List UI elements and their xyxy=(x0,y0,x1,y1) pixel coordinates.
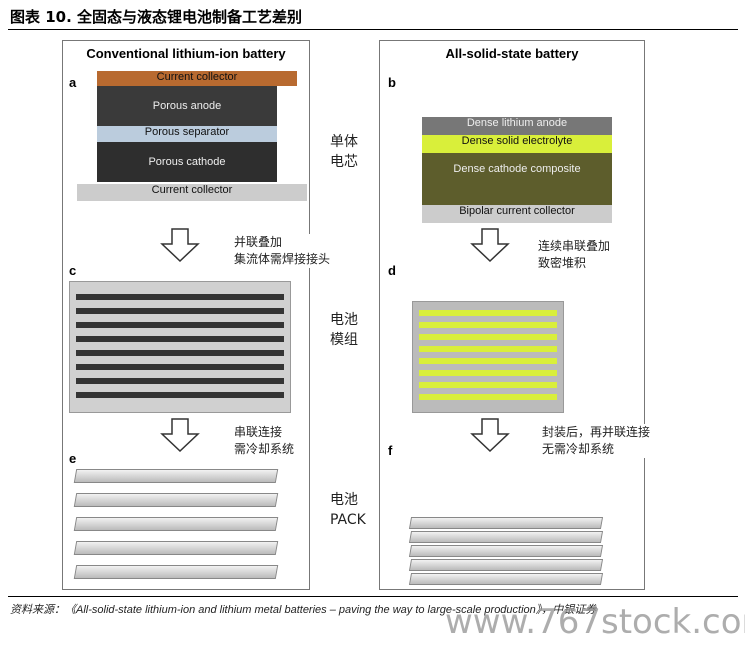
conventional-module xyxy=(69,281,291,413)
down-arrow-icon xyxy=(160,418,200,452)
down-arrow-icon xyxy=(470,418,510,452)
label-line: 模组 xyxy=(330,332,358,348)
label-a: a xyxy=(69,75,77,90)
layer-anode: Porous anode xyxy=(97,86,277,126)
note-line: 集流体需焊接接头 xyxy=(234,252,331,266)
note-line: 连续串联叠加 xyxy=(538,239,611,253)
conventional-panel: Conventional lithium-ion battery a Curre… xyxy=(62,40,310,590)
note-line: 封装后，再并联连接 xyxy=(542,425,651,439)
divider xyxy=(8,29,738,30)
layer-lithium-anode: Dense lithium anode xyxy=(422,117,612,135)
panel-heading: Conventional lithium-ion battery xyxy=(86,46,286,61)
layer-cathode-composite: Dense cathode composite xyxy=(422,153,612,205)
figure-title: 图表 10. 全固态与液态锂电池制备工艺差别 xyxy=(10,8,303,26)
note-package-parallel: 封装后，再并联连接无需冷却系统 xyxy=(540,424,653,458)
solid-state-cell: Dense lithium anode Dense solid electrol… xyxy=(422,117,612,225)
label-c: c xyxy=(69,263,77,278)
layer-separator: Porous separator xyxy=(97,126,277,142)
label-line: 电池 xyxy=(330,492,358,508)
note-line: 无需冷却系统 xyxy=(542,442,615,456)
label-line: 电芯 xyxy=(330,154,358,170)
conventional-cell: Current collector Porous anode Porous se… xyxy=(77,71,307,221)
layer-bottom-collector: Current collector xyxy=(77,184,307,201)
solid-state-panel: All-solid-state battery b Dense lithium … xyxy=(379,40,645,590)
layer-top-collector: Current collector xyxy=(97,71,297,86)
note-line: 并联叠加 xyxy=(234,235,283,249)
label-pack: 电池 PACK xyxy=(330,490,366,530)
note-parallel-stacking: 并联叠加集流体需焊接接头 xyxy=(232,234,333,268)
label-line: PACK xyxy=(330,512,366,528)
label-line: 单体 xyxy=(330,134,358,150)
solid-state-module xyxy=(412,301,564,413)
note-continuous-series: 连续串联叠加致密堆积 xyxy=(536,238,613,272)
label-line: 电池 xyxy=(330,312,358,328)
down-arrow-icon xyxy=(470,228,510,262)
panel-heading: All-solid-state battery xyxy=(445,46,579,61)
note-line: 致密堆积 xyxy=(538,256,587,270)
layer-cathode: Porous cathode xyxy=(97,142,277,182)
label-f: f xyxy=(388,443,393,458)
layer-bipolar-collector: Bipolar current collector xyxy=(422,205,612,223)
note-line: 需冷却系统 xyxy=(234,442,295,456)
label-cell: 单体电芯 xyxy=(330,132,358,172)
label-module: 电池模组 xyxy=(330,310,358,350)
note-series-connection: 串联连接需冷却系统 xyxy=(232,424,297,458)
source-note: 资料来源：《All-solid-state lithium-ion and li… xyxy=(10,604,597,616)
note-line: 串联连接 xyxy=(234,425,283,439)
label-d: d xyxy=(388,263,396,278)
layer-solid-electrolyte: Dense solid electrolyte xyxy=(422,135,612,153)
divider xyxy=(8,596,738,597)
label-e: e xyxy=(69,451,77,466)
label-b: b xyxy=(388,75,396,90)
down-arrow-icon xyxy=(160,228,200,262)
watermark: www.767stock.com xyxy=(445,602,745,642)
